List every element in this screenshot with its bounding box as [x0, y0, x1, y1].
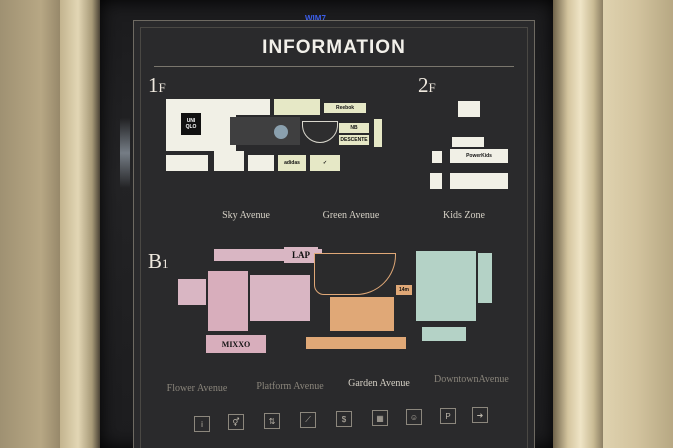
store-nike[interactable]: ✓: [310, 155, 340, 171]
map-2f-sewing: [458, 101, 480, 117]
map-2f-top-row: [452, 137, 484, 147]
atm-icon: $: [336, 411, 352, 427]
zone-name-kids: Kids Zone: [443, 210, 485, 221]
floor-label-2f: 2F: [418, 73, 436, 97]
zone-name-garden: Garden Avenue: [348, 378, 410, 389]
left-pillar: [60, 0, 100, 448]
nursing-icon: ☺: [406, 409, 422, 425]
store-lap[interactable]: LAP: [284, 247, 318, 263]
atrium-fountain: [274, 125, 288, 139]
store-nb[interactable]: NB: [339, 123, 369, 133]
map-1f-row-top: [222, 99, 270, 115]
map-1f-row-top-green: [274, 99, 320, 115]
info-icon: i: [194, 416, 210, 432]
sticker-label: WIM7: [305, 14, 326, 23]
map-2f-bottom: [450, 173, 508, 189]
map-1f-east-strip: [374, 119, 382, 147]
zone-name-sky: Sky Avenue: [222, 210, 270, 221]
restroom-icon: ⚥: [228, 414, 244, 430]
store-adidas[interactable]: adidas: [278, 155, 306, 171]
map-b1-downtown: [416, 251, 476, 321]
zone-name-green: Green Avenue: [322, 210, 380, 221]
store-powerkids[interactable]: PowerKids: [450, 149, 508, 163]
map-1f-row-bottom: [166, 155, 208, 171]
escalator-icon: ⟋: [300, 412, 316, 428]
left-wall: [0, 0, 68, 448]
store-14m[interactable]: 14m: [396, 285, 412, 295]
right-pillar: [553, 0, 603, 448]
map-b1-garden-block: [330, 297, 394, 331]
map-b1-downtown-south: [422, 327, 466, 341]
floor-label-b1: B1: [148, 249, 169, 273]
map-b1-garden-row: [306, 337, 406, 349]
map-b1-west-2: [208, 271, 248, 331]
map-2f-bottom-side: [430, 173, 442, 189]
zone-name-flower: Flower Avenue: [166, 383, 228, 394]
title-divider: [154, 66, 514, 67]
light-glare: [120, 118, 130, 188]
map-1f-bottom-store: [214, 151, 244, 171]
panel-border: [140, 27, 528, 448]
floor-label-1f: 1F: [148, 73, 166, 97]
map-b1-west-1: [178, 279, 206, 305]
zone-name-platform: Platform Avenue: [256, 381, 324, 392]
parking-icon: P: [440, 408, 456, 424]
elevator-icon: ⇅: [264, 413, 280, 429]
map-1f-bottom-store-2: [248, 155, 274, 171]
map-2f-side: [432, 151, 442, 163]
store-reebok[interactable]: Reebok: [324, 103, 366, 113]
exit-icon: ➜: [472, 407, 488, 423]
map-b1-west-3: [250, 275, 310, 321]
store-descente[interactable]: DESCENTE: [339, 135, 369, 145]
map-1f-atrium: [230, 117, 300, 145]
locker-icon: ▦: [372, 410, 388, 426]
store-mixxo[interactable]: MIXXO: [206, 335, 266, 353]
zone-name-downtown: DowntownAvenue: [434, 374, 509, 385]
board-title: INFORMATION: [262, 37, 406, 58]
map-b1-downtown-east: [478, 253, 492, 303]
